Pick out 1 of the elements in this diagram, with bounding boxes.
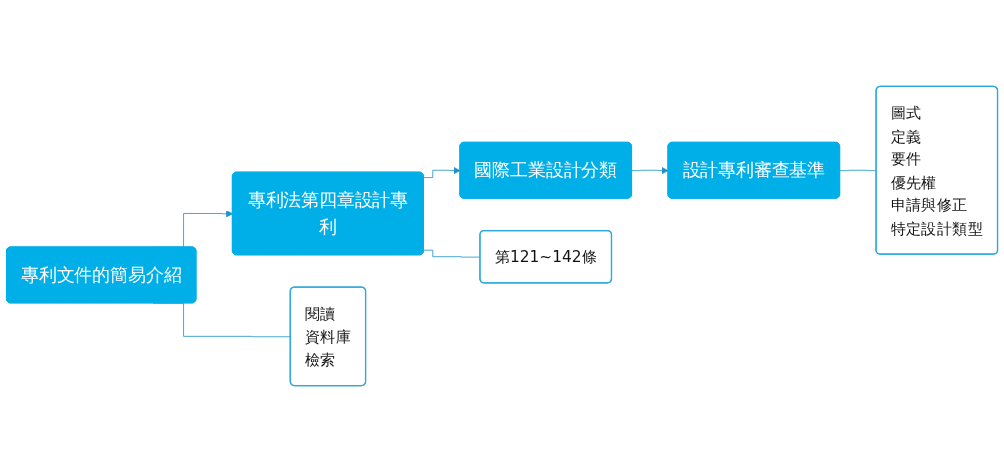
connector xyxy=(839,169,877,172)
